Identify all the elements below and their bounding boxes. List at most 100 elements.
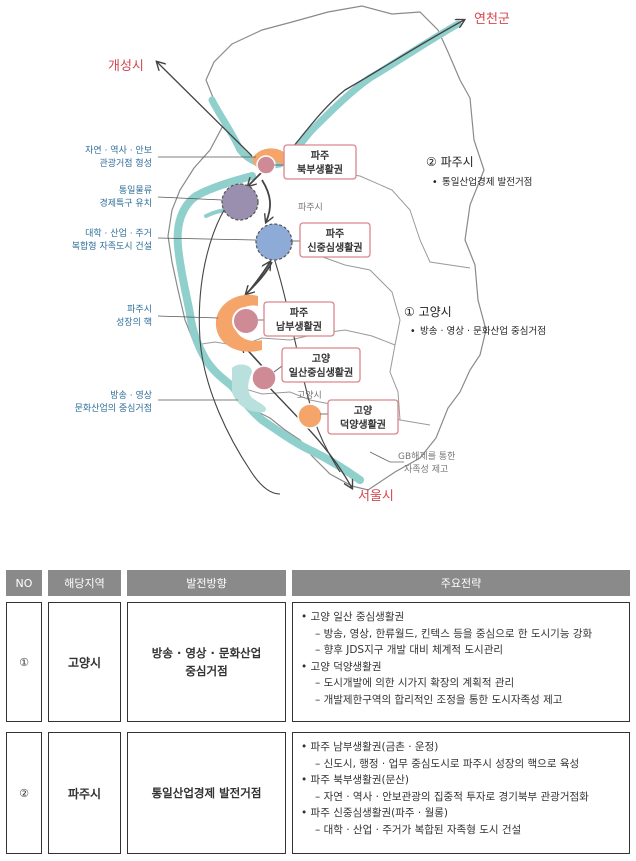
paju-south-orange-zone — [215, 294, 262, 352]
left-label-line: 성장의 핵 — [116, 316, 152, 328]
region-box-line: 고양 — [354, 405, 373, 417]
boundary-line — [194, 329, 396, 347]
strategy-goyang: ① 고양시 • 방송 · 영상 · 문화산업 중심거점 — [404, 305, 546, 337]
strategy-sub: 자연 · 역사 · 안보관광의 집중적 투자로 경기북부 관광거점화 — [301, 789, 589, 806]
region-box-paju-north: 파주 북부생활권 — [283, 144, 357, 180]
goyang-ilsan-core — [251, 365, 277, 391]
gb-note-line: GB해제를 통한 — [398, 451, 455, 462]
arrow-north-to-purple — [248, 171, 263, 186]
left-label-line: 파주시 — [127, 304, 152, 315]
region-box-paju-new-center: 파주 신중심생활권 — [299, 222, 371, 258]
left-label-line: 복합형 자족도시 건설 — [72, 241, 152, 252]
strategy-sub: 대학 · 산업 · 주거가 복합된 자족형 도시 건설 — [301, 822, 522, 839]
strategy-main: 고양 일산 중심생활권 — [301, 609, 405, 626]
area-label-paju: 파주시 — [298, 202, 323, 213]
city-seoul-label: 서울시 — [358, 489, 394, 504]
strategy-sub: 방송, 영상, 한류월드, 킨텍스 등을 중심으로 한 도시기능 강화 — [301, 626, 593, 643]
header-strategy: 주요전략 — [292, 570, 630, 596]
area-label-goyang: 고양시 — [297, 390, 322, 401]
left-label-line: 관광거점 형성 — [99, 157, 152, 169]
cell-strategy: 고양 일산 중심생활권 방송, 영상, 한류월드, 킨텍스 등을 중심으로 한 … — [292, 602, 630, 722]
strategy-item: 방송 · 영상 · 문화산업 중심거점 — [420, 325, 546, 337]
cell-no: ① — [6, 602, 42, 722]
strategy-title: ② 파주시 — [426, 155, 474, 169]
leader-line — [273, 365, 283, 373]
region-box-line: 북부생활권 — [297, 163, 343, 176]
strategy-main: 파주 북부생활권(문산) — [301, 772, 409, 789]
cell-region: 파주시 — [48, 732, 121, 854]
arrow-to-yeoncheon — [281, 20, 464, 161]
left-label-line: 자연 · 역사 · 안보 — [85, 145, 152, 156]
goyang-deokyang-zone — [297, 403, 323, 429]
table-row: ① 고양시 방송 · 영상 · 문화산업 중심거점 고양 일산 중심생활권 방송… — [6, 602, 630, 722]
boundary-line — [299, 247, 401, 421]
strategy-bullet: • — [432, 177, 438, 188]
unification-logistics-zone — [221, 183, 259, 221]
strategy-item: 통일산업경제 발전거점 — [442, 176, 532, 188]
direction-line: 중심거점 — [185, 664, 228, 678]
strategy-bullet: • — [410, 326, 416, 337]
leader-line — [157, 315, 219, 319]
direction-line: 방송 · 영상 · 문화산업 — [151, 646, 262, 660]
paju-new-center-zone — [255, 223, 293, 261]
river-imjin — [208, 20, 462, 169]
region-box-line: 일산중심생활권 — [289, 366, 353, 379]
region-box-line: 남부생활권 — [276, 320, 322, 333]
header-direction: 발전방향 — [127, 570, 286, 596]
leader-line — [157, 237, 257, 241]
goyang-media-zone — [232, 364, 267, 413]
strategy-main: 파주 남부생활권(금촌 · 운정) — [301, 739, 439, 756]
strategy-table: NO 해당지역 발전방향 주요전략 ① 고양시 방송 · 영상 · 문화산업 중… — [6, 570, 630, 854]
region-box-line: 파주 — [290, 306, 308, 319]
city-yeoncheon-label: 연천군 — [474, 12, 510, 27]
left-label-line: 방송 · 영상 — [110, 390, 152, 401]
arrow-south-to-blue — [249, 262, 270, 291]
cell-direction: 방송 · 영상 · 문화산업 중심거점 — [127, 602, 286, 722]
region-box-line: 파주 — [326, 227, 344, 240]
left-label-tourism: 자연 · 역사 · 안보 관광거점 형성 — [85, 145, 152, 169]
paju-north-core — [256, 155, 276, 175]
arrow-corridor-west — [198, 187, 281, 495]
left-label-line: 경제특구 유치 — [99, 197, 152, 209]
region-box-line: 고양 — [312, 353, 331, 365]
region-box-goyang-deokyang: 고양 덕양생활권 — [327, 399, 399, 435]
header-region: 해당지역 — [48, 570, 121, 596]
gb-note-line: 자족성 제고 — [404, 464, 448, 475]
left-label-media-hub: 방송 · 영상 문화산업의 중심거점 — [75, 390, 152, 414]
left-label-line: 대학 · 산업 · 주거 — [85, 228, 152, 239]
cell-direction: 통일산업경제 발전거점 — [127, 732, 286, 854]
left-label-line: 통일물류 — [119, 185, 152, 196]
region-box-line: 덕양생활권 — [340, 418, 386, 431]
strategy-sub: 신도시, 행정 · 업무 중심도시로 파주시 성장의 핵으로 육성 — [301, 756, 580, 773]
arrow-to-seoul — [265, 383, 352, 488]
left-label-complex-city: 대학 · 산업 · 주거 복합형 자족도시 건설 — [72, 228, 152, 252]
strategy-sub: 개발제한구역의 합리적인 조정을 통한 도시자족성 제고 — [301, 692, 563, 709]
region-box-line: 신중심생활권 — [307, 241, 362, 254]
strategy-sub: 도시개발에 의한 시가지 확장의 계획적 관리 — [301, 675, 515, 692]
region-box-paju-south: 파주 남부생활권 — [263, 301, 335, 337]
strategy-paju: ② 파주시 • 통일산업경제 발전거점 — [426, 155, 532, 188]
cell-region: 고양시 — [48, 602, 121, 722]
left-label-line: 문화산업의 중심거점 — [75, 402, 152, 414]
region-box-goyang-ilsan: 고양 일산중심생활권 — [281, 347, 361, 383]
arrow-purple-to-blue — [261, 179, 270, 222]
table-row: ② 파주시 통일산업경제 발전거점 파주 남부생활권(금촌 · 운정) 신도시,… — [6, 732, 630, 854]
leader-line — [369, 451, 404, 463]
strategy-title: ① 고양시 — [404, 305, 452, 319]
left-label-logistics: 통일물류 경제특구 유치 — [99, 185, 152, 209]
direction-line: 통일산업경제 발전거점 — [151, 786, 262, 800]
city-kaesong-label: 개성시 — [108, 59, 144, 74]
strategy-sub: 향후 JDS지구 개발 대비 체계적 도시관리 — [301, 642, 503, 659]
table-header: NO 해당지역 발전방향 주요전략 — [6, 570, 630, 596]
arrow-to-kaesong — [157, 62, 253, 157]
cell-no: ② — [6, 732, 42, 854]
left-label-growth-core: 파주시 성장의 핵 — [116, 304, 152, 328]
strategy-main: 파주 신중심생활권(파주 · 월롱) — [301, 805, 448, 822]
development-map: 연천군 개성시 서울시 자연 · 역사 · 안보 관광거점 형성 통일물류 경제… — [72, 5, 546, 504]
arrow-corridor-east — [267, 239, 341, 473]
region-box-line: 파주 — [311, 149, 329, 162]
river-han — [173, 172, 364, 484]
cell-strategy: 파주 남부생활권(금촌 · 운정) 신도시, 행정 · 업무 중심도시로 파주시… — [292, 732, 630, 854]
strategy-main: 고양 덕양생활권 — [301, 659, 382, 676]
paju-south-core — [232, 307, 260, 335]
